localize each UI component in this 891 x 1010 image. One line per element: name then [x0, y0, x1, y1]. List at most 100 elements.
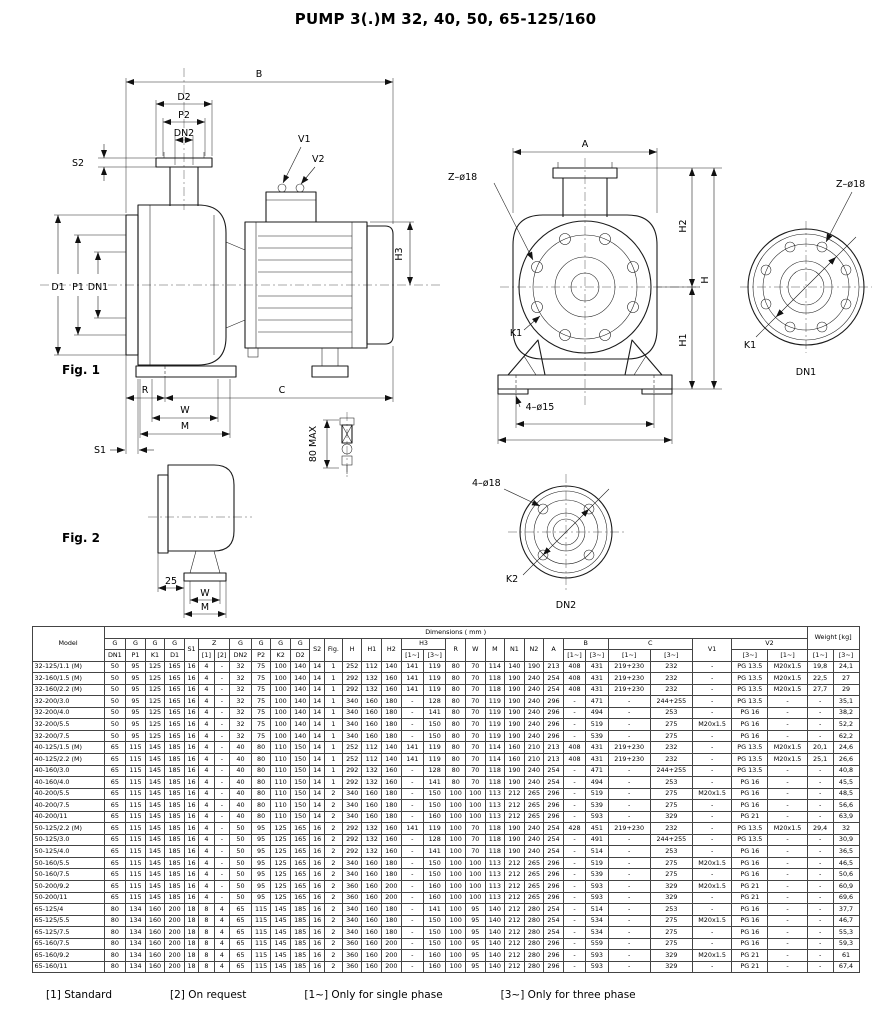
table-cell: 280 [523, 926, 545, 939]
table-cell: 165 [164, 729, 185, 743]
table-cell: 160 [361, 856, 383, 870]
table-cell: 185 [164, 787, 185, 801]
col-subheader: [3~] [423, 649, 447, 662]
table-cell: - [806, 891, 834, 905]
table-cell: 160 [361, 914, 383, 928]
table-cell: - [767, 960, 808, 974]
table-cell: - [562, 799, 587, 812]
table-cell: 80 [103, 960, 127, 974]
table-cell: - [607, 764, 651, 778]
table-cell: - [607, 787, 651, 801]
table-cell: 4 [198, 810, 215, 824]
table-cell: - [213, 822, 231, 835]
table-cell: 100 [445, 914, 466, 928]
table-cell: 115 [125, 764, 146, 778]
table-cell: 65 [103, 799, 127, 812]
table-cell: 125 [144, 695, 166, 708]
table-cell: 113 [484, 799, 506, 812]
table-cell: 75 [250, 729, 272, 743]
table-cell: 125 [270, 868, 291, 882]
table-cell: 141 [400, 753, 425, 766]
table-cell: 40 [229, 799, 252, 812]
table-cell: 160 [361, 949, 383, 962]
table-cell: - [691, 845, 733, 858]
table-cell: 2 [323, 799, 343, 812]
col-subheader: K2 [270, 649, 291, 662]
table-cell: 185 [289, 960, 311, 974]
table-cell: - [691, 903, 733, 916]
table-cell: 70 [464, 706, 486, 720]
table-cell: 232 [649, 753, 693, 766]
table-cell: 80 [445, 764, 466, 778]
col-group-header: G [164, 637, 185, 651]
table-cell: 4 [198, 718, 215, 731]
table-cell: 185 [164, 880, 185, 893]
table-cell: 185 [164, 822, 185, 835]
table-cell: 219+230 [607, 822, 651, 835]
table-cell: 265 [523, 880, 545, 893]
table-cell: - [767, 833, 808, 847]
table-cell: 210 [523, 741, 545, 754]
table-cell: 80 [250, 787, 272, 801]
front-outline [497, 162, 673, 395]
table-cell: 50 [229, 845, 252, 858]
centerlines [40, 68, 440, 478]
table-cell: PG 13.5 [731, 764, 769, 778]
table-cell: 65 [103, 741, 127, 754]
table-cell: - [806, 926, 834, 939]
table-cell: 160 [381, 845, 402, 858]
fig1-side-view: B D2 P2 DN2 S2 D1 P1 DN1 V1 V2 H3 R C W … [40, 68, 440, 478]
table-cell: - [400, 810, 425, 824]
table-cell: - [213, 799, 231, 812]
model-cell: 40-125/1.5 (M) [31, 741, 105, 754]
table-cell: - [607, 833, 651, 847]
table-cell: 14 [309, 776, 325, 789]
table-cell: 145 [144, 787, 166, 801]
table-cell: 296 [543, 960, 564, 974]
table-cell: 63,9 [832, 810, 860, 824]
table-cell: 16 [309, 926, 325, 939]
table-cell: 190 [504, 672, 525, 685]
table-cell: 1 [323, 729, 343, 743]
table-cell: 125 [270, 845, 291, 858]
table-cell: 16 [183, 810, 200, 824]
table-cell: 119 [423, 822, 447, 835]
table-cell: 150 [423, 926, 447, 939]
table-cell: PG 13.5 [731, 833, 769, 847]
table-cell: 431 [585, 683, 609, 697]
dim-label-b: B [256, 69, 263, 80]
table-cell: 340 [341, 695, 363, 708]
table-cell: 8 [198, 960, 215, 974]
table-cell: - [562, 949, 587, 962]
table-cell: 160 [361, 937, 383, 951]
table-cell: 16 [309, 914, 325, 928]
table-cell: 280 [523, 903, 545, 916]
table-cell: 141 [423, 706, 447, 720]
model-cell: 65-125/4 [31, 903, 105, 916]
table-cell: 110 [270, 787, 291, 801]
table-cell: 2 [323, 926, 343, 939]
table-cell: 200 [164, 926, 185, 939]
table-cell: 2 [323, 787, 343, 801]
table-cell: 16 [309, 868, 325, 882]
table-cell: 185 [289, 949, 311, 962]
table-cell: 4 [213, 903, 231, 916]
dim-label-k1-front: K1 [510, 328, 522, 339]
col-subheader: [1~] [562, 649, 587, 662]
table-cell: - [806, 799, 834, 812]
table-cell: 275 [649, 868, 693, 882]
table-cell: 140 [381, 753, 402, 766]
table-cell: 95 [250, 856, 272, 870]
dim-label-m: M [181, 421, 189, 432]
callout-z-holes: Z–ø18 [448, 172, 477, 183]
table-cell: - [562, 926, 587, 939]
table-cell: 40 [229, 753, 252, 766]
table-cell: 80 [250, 799, 272, 812]
table-cell: - [213, 695, 231, 708]
table-cell: 119 [423, 660, 447, 674]
table-cell: 160 [381, 764, 402, 778]
table-cell: 20,1 [806, 741, 834, 754]
table-cell: 265 [523, 810, 545, 824]
